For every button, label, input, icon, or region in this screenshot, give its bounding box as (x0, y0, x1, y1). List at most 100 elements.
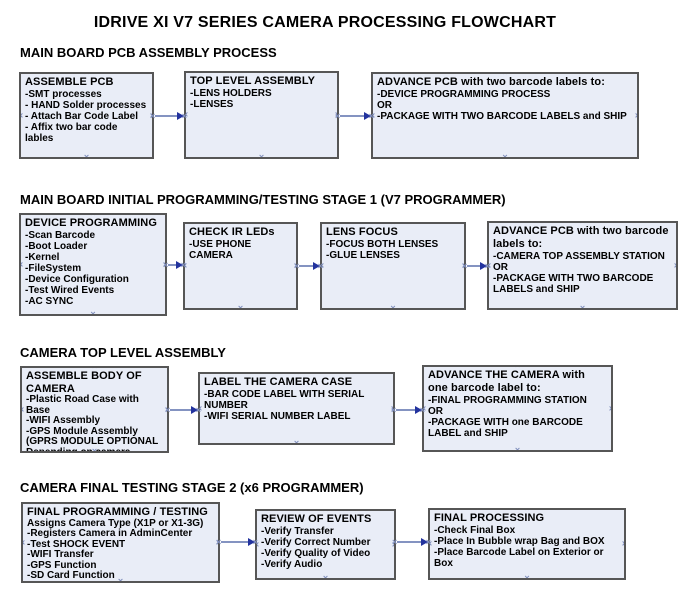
connection-handle-icon: × (237, 303, 244, 310)
arrowhead-icon (176, 261, 183, 269)
node-item: Assigns Camera Type (X1P or X1-3G) (27, 517, 204, 529)
node-check-ir-leds[interactable]: CHECK IR LEDs -USE PHONE CAMERA ×××× (183, 222, 298, 310)
connection-handle-icon: × (195, 405, 201, 415)
arrowhead-icon (313, 262, 320, 270)
node-item: -AC SYNC (25, 296, 74, 307)
connection-handle-icon: × (390, 303, 396, 310)
flow-connector-arrow: ×× (216, 537, 258, 547)
node-lens-focus[interactable]: LENS FOCUS -FOCUS BOTH LENSES-GLUE LENSE… (320, 222, 466, 310)
connection-handle-icon: × (335, 111, 341, 121)
node-item: OR (428, 406, 443, 417)
node-item: -FileSystem (25, 263, 82, 274)
connector-line (155, 115, 181, 117)
node-advance-pcb-stage1[interactable]: ADVANCE PCB with two barcode labels to: … (487, 221, 678, 310)
node-item: -Scan Barcode (25, 230, 96, 241)
connection-handle-icon: × (462, 261, 468, 271)
section-header-programming-stage1: MAIN BOARD INITIAL PROGRAMMING/TESTING S… (20, 192, 506, 207)
node-advance-camera-one-label[interactable]: ADVANCE THE CAMERA with one barcode labe… (422, 365, 613, 452)
node-item: (GPRS MODULE OPTIONAL Depending on camer… (26, 436, 159, 453)
node-item: -Boot Loader (25, 241, 88, 252)
connection-handle-icon: × (391, 405, 397, 415)
connector-line (221, 541, 252, 543)
page-title: IDRIVE XI V7 SERIES CAMERA PROCESSING FL… (93, 14, 557, 31)
node-item-list: -Check Final Box-Place In Bubble wrap Ba… (434, 525, 620, 569)
node-item: -Kernel (25, 252, 60, 263)
node-item: -DEVICE PROGRAMMING PROCESS (377, 89, 551, 100)
connection-handle-icon: × (392, 537, 398, 547)
node-title: CHECK IR LEDs (189, 226, 275, 238)
arrowhead-icon (480, 262, 487, 270)
node-item: -PACKAGE WITH one BARCODE LABEL and SHIP (428, 417, 583, 439)
connection-handle-icon: × (579, 303, 586, 310)
node-title: DEVICE PROGRAMMING (25, 217, 157, 229)
connection-handle-icon: × (216, 537, 222, 547)
flow-connector-arrow: ×× (165, 405, 201, 415)
node-item: -FINAL PROGRAMMING STATION (428, 395, 587, 406)
node-review-of-events[interactable]: REVIEW OF EVENTS -Verify Transfer-Verify… (255, 509, 396, 580)
node-item: -PACKAGE WITH TWO BARCODE LABELS and SHI… (493, 273, 654, 295)
node-title: TOP LEVEL ASSEMBLY (190, 75, 316, 87)
node-item-list: Assigns Camera Type (X1P or X1-3G)-Regis… (27, 517, 214, 582)
connection-handle-icon: × (368, 111, 374, 121)
node-item: OR (377, 100, 392, 111)
node-item: -Device Configuration (25, 274, 129, 285)
node-title: REVIEW OF EVENTS (261, 513, 372, 525)
connection-handle-icon: × (425, 537, 431, 547)
node-item: -Registers Camera in AdminCenter (27, 528, 193, 539)
node-item: -SD Card Function (27, 570, 115, 581)
node-title: ADVANCE PCB with two barcode labels to: (377, 76, 605, 88)
connection-handle-icon: × (163, 260, 169, 270)
connection-handle-icon: × (21, 111, 24, 120)
node-item: -PACKAGE WITH TWO BARCODE LABELS and SHI… (377, 111, 627, 122)
arrowhead-icon (191, 406, 198, 414)
node-final-processing[interactable]: FINAL PROCESSING -Check Final Box-Place … (428, 508, 626, 580)
node-item: -Verify Quality of Video (261, 548, 371, 559)
node-item: -Plastic Road Case with Base (26, 394, 139, 416)
node-item: - HAND Solder processes (25, 100, 147, 111)
node-final-programming-testing[interactable]: FINAL PROGRAMMING / TESTING Assigns Came… (21, 502, 220, 583)
node-item: -GLUE LENSES (326, 250, 400, 261)
node-item: -Place Barcode Label on Exterior or Box (434, 547, 604, 569)
node-top-level-assembly[interactable]: TOP LEVEL ASSEMBLY -LENS HOLDERS-LENSES … (184, 71, 339, 159)
node-device-programming[interactable]: DEVICE PROGRAMMING -Scan Barcode-Boot Lo… (19, 213, 167, 316)
connection-handle-icon: × (294, 261, 300, 271)
flow-connector-arrow: ×× (163, 260, 186, 270)
connection-handle-icon: × (83, 152, 90, 159)
connection-handle-icon: × (258, 152, 265, 159)
connector-line (467, 265, 484, 267)
flow-connector-arrow: ×× (392, 537, 431, 547)
node-item: -CAMERA TOP ASSEMBLY STATION (493, 251, 665, 262)
connection-handle-icon: × (608, 404, 611, 413)
node-item-list: -LENS HOLDERS-LENSES (190, 88, 333, 110)
node-title: ASSEMBLE BODY OF CAMERA (26, 370, 142, 395)
arrowhead-icon (248, 538, 255, 546)
connection-handle-icon: × (90, 309, 96, 316)
node-advance-pcb-two-labels[interactable]: ADVANCE PCB with two barcode labels to: … (371, 72, 639, 159)
flow-connector-arrow: ×× (150, 111, 187, 121)
connector-line (397, 541, 425, 543)
node-item-list: -USE PHONE CAMERA (189, 239, 292, 261)
node-item: -Test Wired Events (25, 285, 115, 296)
node-item-list: -FOCUS BOTH LENSES-GLUE LENSES (326, 239, 460, 261)
node-title: ASSEMBLE PCB (25, 76, 114, 88)
node-label-camera-case[interactable]: LABEL THE CAMERA CASE -BAR CODE LABEL WI… (198, 372, 395, 445)
node-item-list: -BAR CODE LABEL WITH SERIAL NUMBER-WIFI … (204, 389, 389, 422)
node-assemble-body-of-camera[interactable]: ASSEMBLE BODY OF CAMERA -Plastic Road Ca… (20, 366, 169, 453)
node-item: -USE PHONE CAMERA (189, 239, 252, 261)
connection-handle-icon: × (621, 539, 624, 548)
connection-handle-icon: × (634, 111, 637, 120)
connection-handle-icon: × (180, 260, 186, 270)
arrowhead-icon (421, 538, 428, 546)
connector-line (396, 409, 419, 411)
node-title: LABEL THE CAMERA CASE (204, 376, 353, 388)
node-title: FINAL PROGRAMMING / TESTING (27, 506, 208, 518)
connection-handle-icon: × (673, 261, 676, 270)
node-assemble-pcb[interactable]: ASSEMBLE PCB -SMT processes- HAND Solder… (19, 72, 154, 159)
connection-handle-icon: × (21, 260, 24, 269)
arrowhead-icon (364, 112, 371, 120)
connection-handle-icon: × (150, 111, 156, 121)
connection-handle-icon: × (317, 261, 323, 271)
